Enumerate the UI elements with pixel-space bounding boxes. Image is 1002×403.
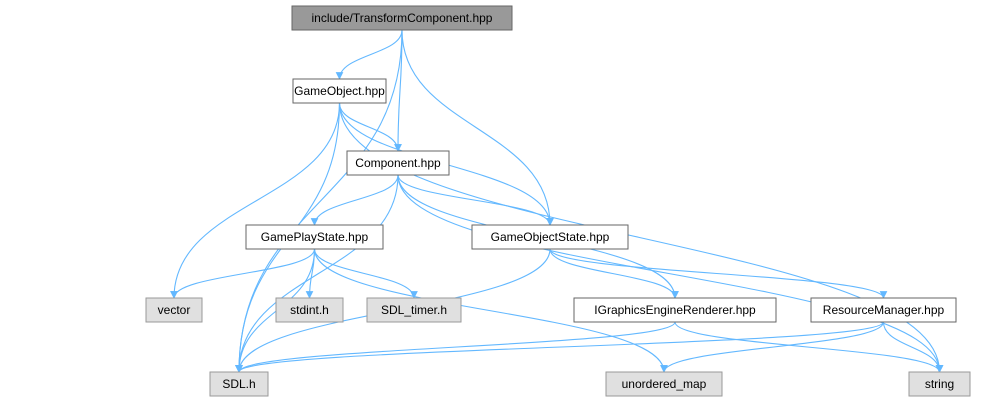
nodes-layer: include/TransformComponent.hppGameObject…	[145, 5, 971, 397]
edge-component-to-string	[397, 174, 944, 373]
node-unorderedmap[interactable]: unordered_map	[605, 371, 723, 397]
node-label: ResourceManager.hpp	[823, 303, 945, 317]
edge-resourcemanager-to-string	[882, 321, 944, 373]
node-label: SDL_timer.h	[381, 303, 447, 317]
edge-gameplaystate-to-sdltimer	[313, 248, 418, 299]
node-gameobjectstate[interactable]: GameObjectState.hpp	[471, 224, 629, 250]
node-vector[interactable]: vector	[145, 297, 203, 323]
node-gameobject[interactable]: GameObject.hpp	[292, 78, 387, 104]
edge-resourcemanager-to-sdl	[235, 321, 885, 373]
node-box[interactable]	[573, 297, 777, 323]
node-label: SDL.h	[222, 377, 255, 391]
node-label: GameObject.hpp	[294, 84, 385, 98]
node-box[interactable]	[292, 78, 387, 104]
node-box[interactable]	[471, 224, 629, 250]
node-gameplaystate[interactable]: GamePlayState.hpp	[245, 224, 384, 250]
edge-gameobject-to-vector	[170, 102, 341, 299]
edge-root-to-gameobjectstate	[401, 29, 554, 226]
node-box[interactable]	[275, 297, 344, 323]
node-box[interactable]	[810, 297, 957, 323]
edge-gameobject-to-component	[338, 102, 402, 152]
node-label: unordered_map	[622, 377, 707, 391]
node-root[interactable]: include/TransformComponent.hpp	[291, 5, 513, 31]
edge-root-to-gameobject	[335, 29, 403, 80]
node-label: stdint.h	[290, 303, 329, 317]
node-label: string	[925, 377, 954, 391]
edge-component-to-gameobjectstate	[397, 174, 554, 226]
node-box[interactable]	[145, 297, 203, 323]
edge-resourcemanager-to-unorderedmap	[660, 321, 885, 373]
edge-igraphics-to-string	[674, 321, 944, 373]
edge-component-to-gameplaystate	[310, 174, 399, 226]
edge-component-to-sdl	[235, 174, 399, 373]
node-box[interactable]	[366, 297, 462, 323]
edge-gameplaystate-to-vector	[170, 248, 316, 299]
edge-gameobject-to-string	[338, 102, 944, 373]
node-label: vector	[158, 303, 191, 317]
node-box[interactable]	[245, 224, 384, 250]
node-label: GameObjectState.hpp	[491, 230, 610, 244]
node-box[interactable]	[209, 371, 269, 397]
edge-gameplaystate-to-unorderedmap	[313, 248, 668, 373]
node-sdl[interactable]: SDL.h	[209, 371, 269, 397]
node-box[interactable]	[908, 371, 971, 397]
node-label: Component.hpp	[355, 156, 441, 170]
edge-gameobjectstate-to-resourcemanager	[549, 248, 888, 299]
node-resourcemanager[interactable]: ResourceManager.hpp	[810, 297, 957, 323]
node-label: include/TransformComponent.hpp	[312, 11, 493, 25]
node-label: IGraphicsEngineRenderer.hpp	[594, 303, 756, 317]
node-box[interactable]	[291, 5, 513, 31]
node-string[interactable]: string	[908, 371, 971, 397]
node-box[interactable]	[346, 150, 450, 176]
node-label: GamePlayState.hpp	[261, 230, 369, 244]
edge-igraphics-to-sdl	[235, 321, 676, 373]
edge-gameobjectstate-to-igraphics	[549, 248, 679, 299]
node-component[interactable]: Component.hpp	[346, 150, 450, 176]
node-box[interactable]	[605, 371, 723, 397]
node-stdint[interactable]: stdint.h	[275, 297, 344, 323]
node-sdltimer[interactable]: SDL_timer.h	[366, 297, 462, 323]
node-igraphics[interactable]: IGraphicsEngineRenderer.hpp	[573, 297, 777, 323]
